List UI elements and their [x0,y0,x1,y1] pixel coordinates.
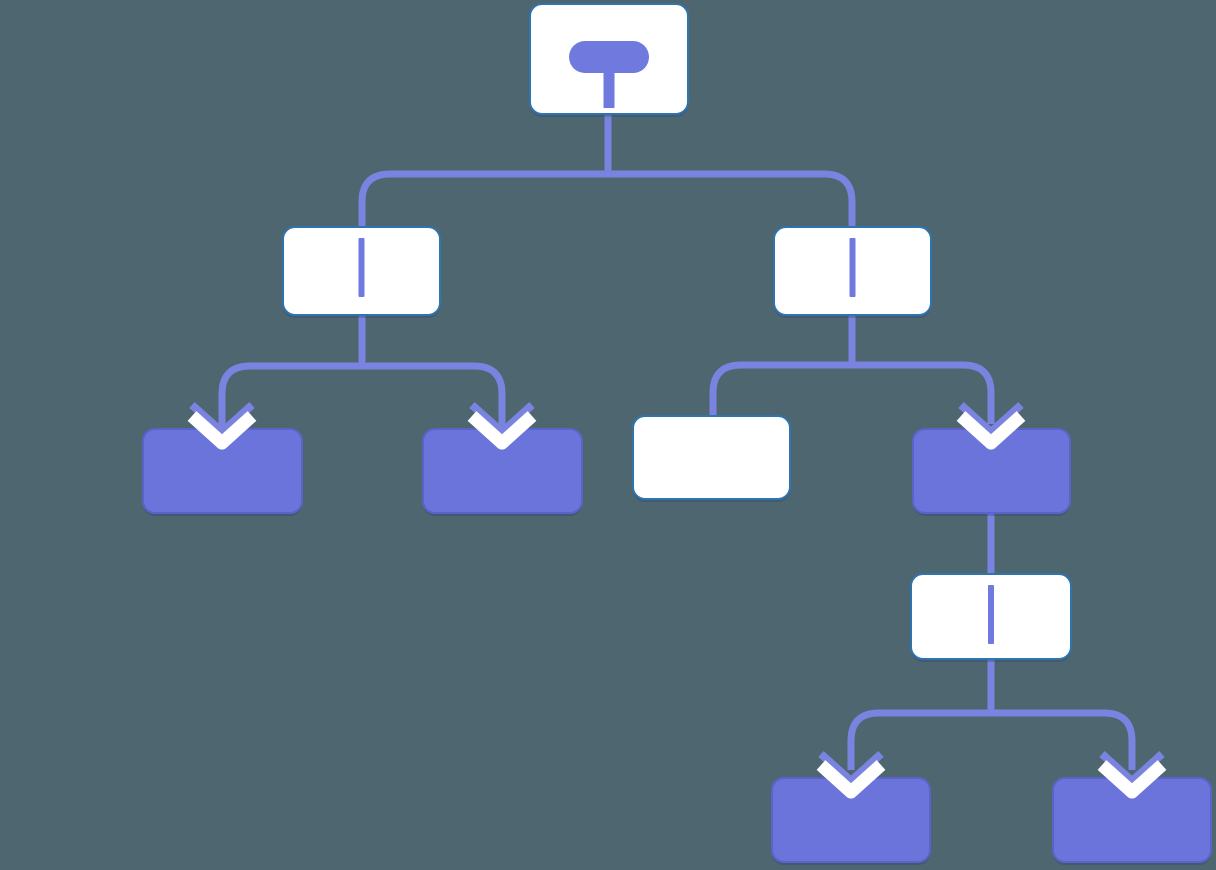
tree-node-plain-white[interactable] [632,415,791,502]
arrow-chevron-purple [818,751,884,785]
connector-edge-bottom-fork [847,709,1136,770]
arrow-down-icon [1097,751,1167,799]
node-vline-glyph [988,585,994,644]
tree-node-mid-purple[interactable] [912,428,1071,516]
node-body [632,415,791,500]
node-vline-glyph [358,238,365,297]
node-vline-glyph [849,238,856,297]
arrow-chevron-white [956,411,1026,450]
tree-node-branch-bottom[interactable] [910,573,1072,662]
root-pill-glyph [569,41,649,73]
arrow-chevron-purple [1099,751,1165,785]
connector-edges [218,112,1136,770]
connector-edge-right-fork [709,361,995,424]
tree-node-branch-right[interactable] [773,226,932,318]
arrow-down-icon [956,402,1026,450]
tree-node-leaf-4[interactable] [1052,777,1212,865]
arrow-heads [187,402,1167,799]
arrow-chevron-white [816,760,886,799]
tree-node-leaf-1[interactable] [142,428,303,516]
arrow-chevron-white [187,411,257,450]
arrow-down-icon [467,402,537,450]
arrow-chevron-purple [958,402,1024,436]
tree-node-branch-left[interactable] [282,226,441,318]
arrow-chevron-white [467,411,537,450]
connector-edge-top-fork [358,170,856,229]
tree-node-root[interactable] [529,3,689,117]
arrow-chevron-purple [469,402,535,436]
tree-node-leaf-2[interactable] [422,428,583,516]
connector-edge-left-fork [218,362,506,426]
root-stem-glyph [603,70,615,108]
arrow-down-icon [187,402,257,450]
arrow-chevron-purple [189,402,255,436]
arrow-down-icon [816,751,886,799]
arrow-chevron-white [1097,760,1167,799]
